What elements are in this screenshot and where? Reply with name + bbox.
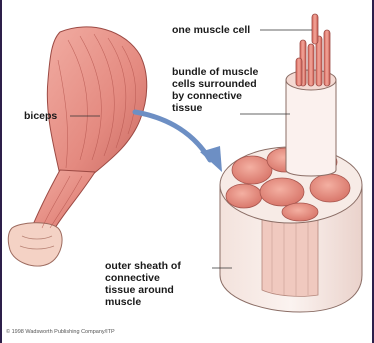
- arm: [8, 27, 147, 266]
- label-one-muscle-cell: one muscle cell: [172, 24, 250, 36]
- muscle-cross-section: [220, 14, 362, 312]
- zoom-arrow: [135, 112, 222, 172]
- label-bundle: bundle of muscle cells surrounded by con…: [172, 66, 258, 114]
- label-outer-sheath: outer sheath of connective tissue around…: [105, 260, 181, 308]
- copyright-notice: © 1998 Wadsworth Publishing Company/ITP: [6, 329, 115, 335]
- label-biceps: biceps: [24, 110, 57, 122]
